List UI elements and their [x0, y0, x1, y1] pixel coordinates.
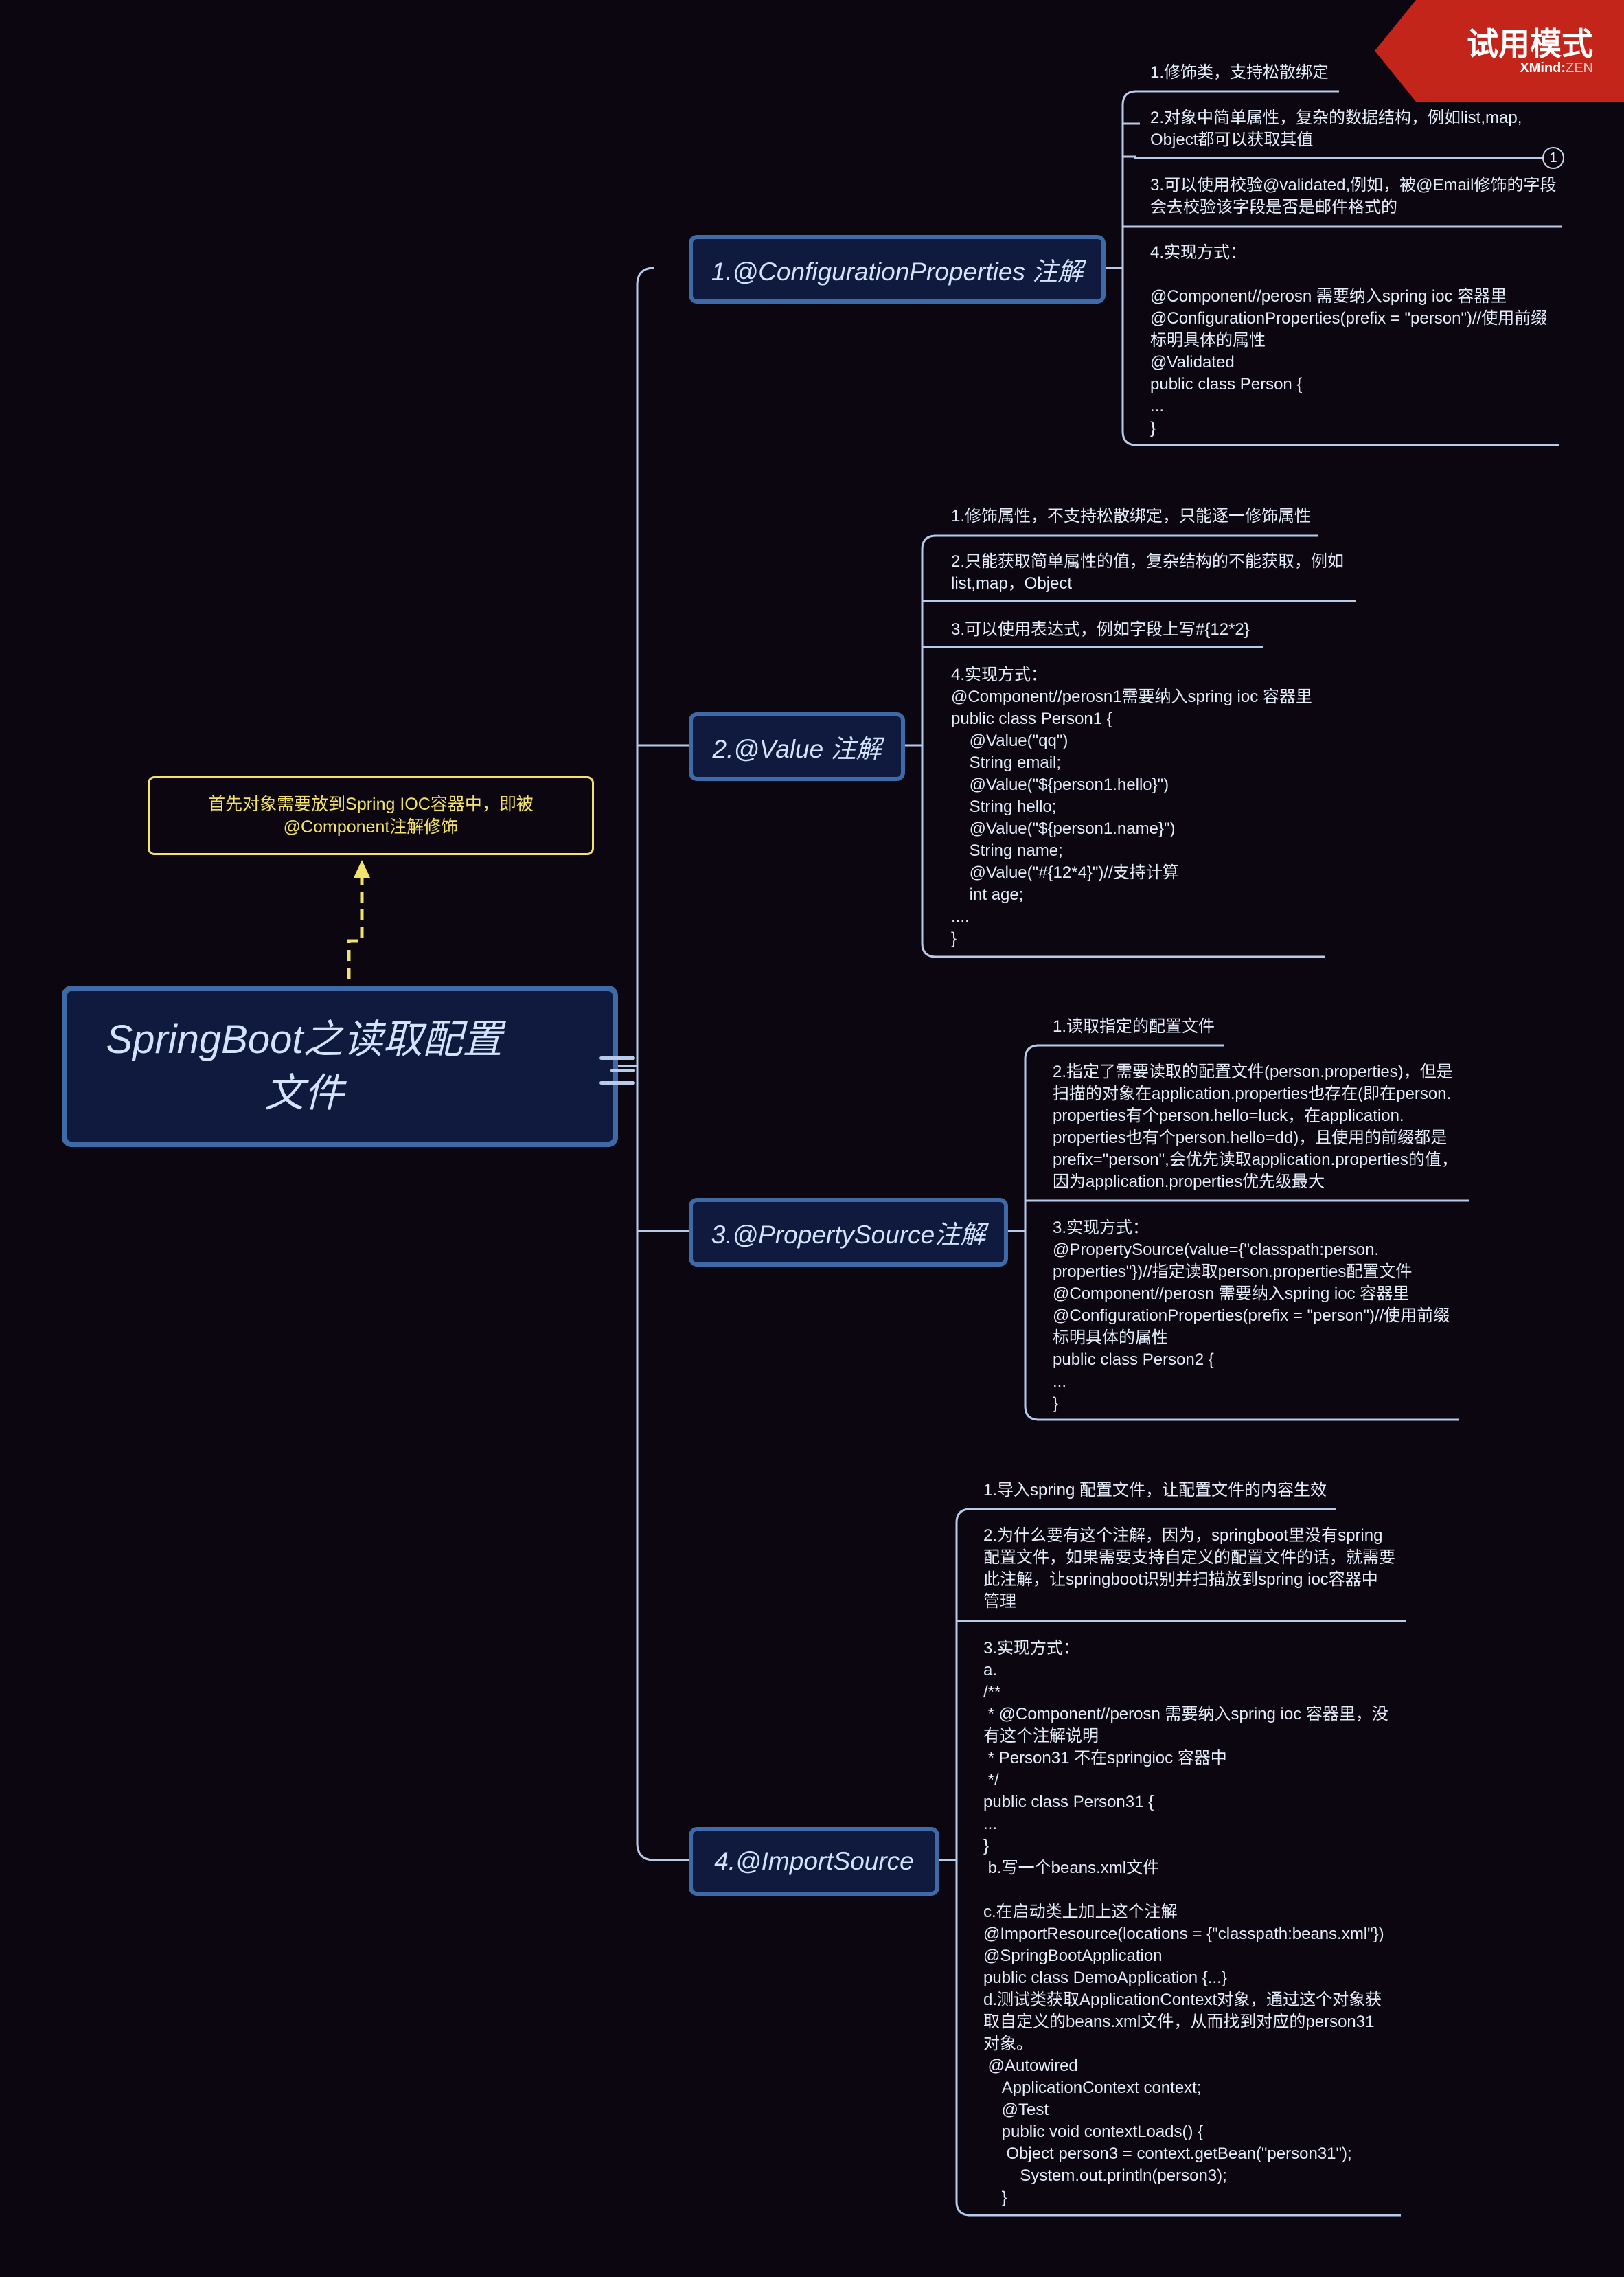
note-arrow: [347, 874, 364, 979]
subtopic-2-3[interactable]: 3.可以使用表达式，例如字段上写#{12*2}: [951, 620, 1250, 639]
branch-1-connector: [1103, 90, 1140, 446]
badge-brand: XMind:ZEN: [1520, 60, 1593, 76]
trunk-connector: [618, 267, 690, 1861]
branch-3-connector: [1006, 1044, 1040, 1421]
branch-topic-title: 3.@PropertySource注解: [711, 1221, 986, 1249]
subtopic-3-1[interactable]: 1.读取指定的配置文件: [1053, 1017, 1215, 1036]
subtopic-1-1[interactable]: 1.修饰类，支持松散绑定: [1150, 63, 1329, 82]
callout-note[interactable]: 首先对象需要放到Spring IOC容器中，即被@Component注解修饰: [148, 776, 594, 855]
central-topic-title: SpringBoot之读取配置文件: [106, 1017, 503, 1115]
subtopic-1-4[interactable]: 4.实现方式： @Component//perosn 需要纳入spring io…: [1150, 243, 1548, 438]
branch-topic-1[interactable]: 1.@ConfigurationProperties 注解: [689, 235, 1106, 304]
subtopic-4-3[interactable]: 3.实现方式： a. /** * @Component//perosn 需要纳入…: [983, 1639, 1388, 2207]
callout-note-text: 首先对象需要放到Spring IOC容器中，即被@Component注解修饰: [208, 794, 534, 837]
note-arrowhead: [354, 860, 370, 878]
branch-topic-4[interactable]: 4.@ImportSource: [689, 1827, 939, 1896]
branch-topic-title: 1.@ConfigurationProperties 注解: [711, 258, 1084, 286]
branch-topic-2[interactable]: 2.@Value 注解: [689, 712, 905, 781]
subtopic-2-2[interactable]: 2.只能获取简单属性的值，复杂结构的不能获取，例如 list,map，Objec…: [951, 552, 1345, 593]
branch-4-connector: [937, 1508, 971, 2217]
trial-mode-badge: 试用模式 XMind:ZEN: [1375, 0, 1624, 102]
subtopic-1-2[interactable]: 2.对象中简单属性，复杂的数据结构，例如list,map, Object都可以获…: [1150, 109, 1522, 149]
badge-title: 试用模式: [1467, 26, 1593, 62]
subtopic-4-2[interactable]: 2.为什么要有这个注解，因为，springboot里没有spring 配置文件，…: [983, 1526, 1395, 1611]
branch-2-connector: [903, 534, 937, 958]
branch-topic-title: 2.@Value 注解: [712, 735, 882, 763]
badge-brand-name: XMind: [1520, 60, 1562, 76]
subtopic-2-4[interactable]: 4.实现方式： @Component//perosn1需要纳入spring io…: [951, 666, 1312, 948]
subtopic-4-1[interactable]: 1.导入spring 配置文件，让配置文件的内容生效: [983, 1481, 1327, 1499]
central-topic[interactable]: SpringBoot之读取配置文件: [62, 986, 635, 1147]
branch-topic-title: 4.@ImportSource: [714, 1847, 914, 1875]
subtopic-3-2[interactable]: 2.指定了需要读取的配置文件(person.properties)，但是 扫描的…: [1053, 1063, 1458, 1191]
subtopic-1-3[interactable]: 3.可以使用校验@validated,例如，被@Email修饰的字段 会去校验该…: [1150, 176, 1557, 216]
badge-edition: ZEN: [1566, 60, 1593, 76]
marker-number-1[interactable]: 1: [1542, 147, 1564, 169]
menu-lines-icon[interactable]: [599, 1056, 635, 1088]
subtopic-2-1[interactable]: 1.修饰属性，不支持松散绑定，只能逐一修饰属性: [951, 507, 1312, 525]
subtopic-3-3[interactable]: 3.实现方式： @PropertySource(value={"classpat…: [1053, 1219, 1450, 1413]
branch-topic-3[interactable]: 3.@PropertySource注解: [689, 1198, 1008, 1267]
